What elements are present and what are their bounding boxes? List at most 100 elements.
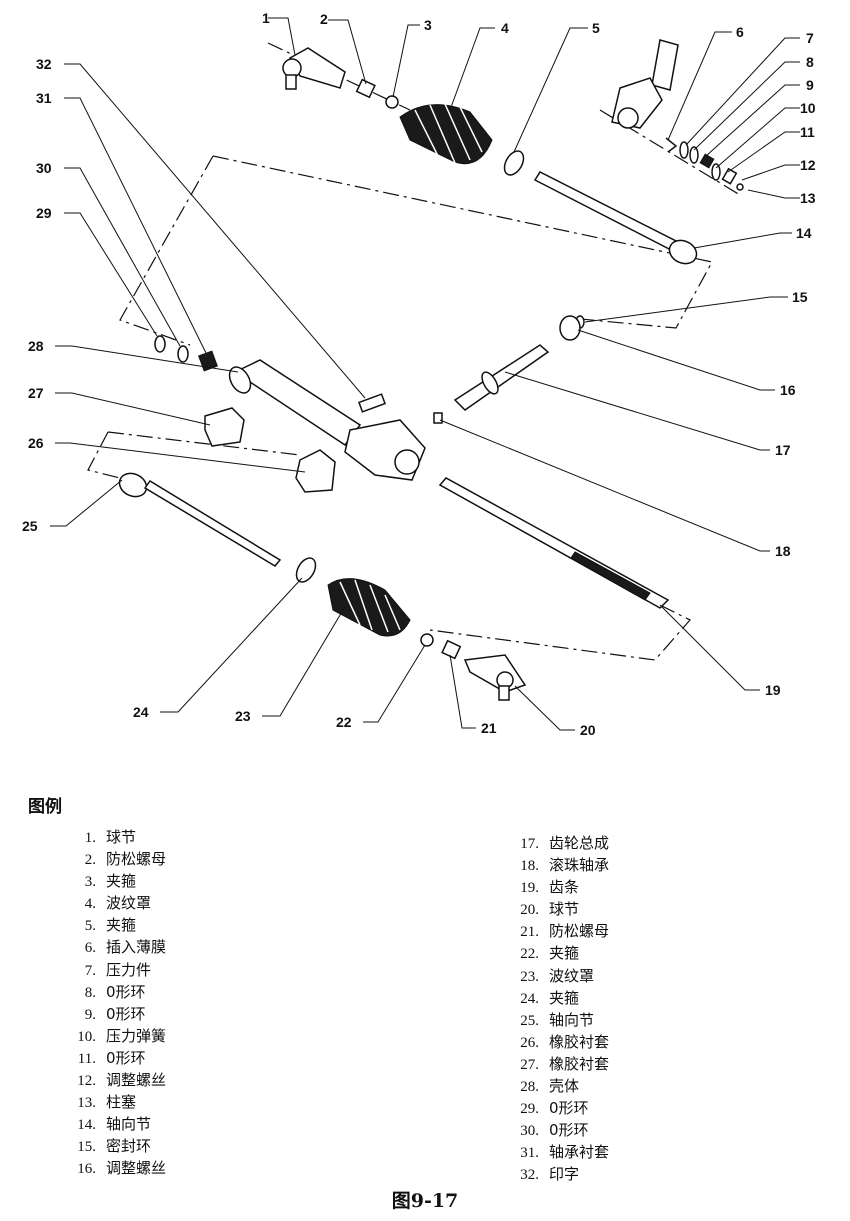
callout-19: 19 <box>765 682 781 698</box>
legend-item-number: 25. <box>520 1012 539 1029</box>
lettering-part-32 <box>358 393 386 413</box>
legend-item-number: 7. <box>84 962 96 979</box>
bellows-part-4 <box>399 103 493 165</box>
callout-23: 23 <box>235 708 251 724</box>
legend-item-label: 齿轮总成 <box>549 834 610 852</box>
legend-item-number: 15. <box>77 1139 96 1156</box>
clamp-part-3 <box>385 95 399 109</box>
legend-item: 12. 调整螺丝 <box>62 1069 166 1091</box>
callout-11: 11 <box>800 124 815 140</box>
exploded-view-diagram: 1 2 3 4 5 6 7 8 9 10 11 12 13 14 15 16 1… <box>22 10 816 738</box>
legend-item-number: 10. <box>77 1028 96 1045</box>
callout-17: 17 <box>775 442 791 458</box>
legend-item: 31.轴承衬套 <box>505 1141 609 1163</box>
legend-item-number: 8. <box>84 984 96 1001</box>
callout-26: 26 <box>28 435 44 451</box>
legend-item-number: 21. <box>520 924 539 941</box>
legend-item: 3. 夹箍 <box>62 870 166 892</box>
callout-27: 27 <box>28 385 44 401</box>
clamp-part-22 <box>420 633 434 647</box>
callout-13: 13 <box>800 190 816 206</box>
callout-15: 15 <box>792 289 808 305</box>
axial-joint-part-25 <box>118 472 282 567</box>
callout-1: 1 <box>262 10 270 26</box>
legend-item-label: 插入薄膜 <box>106 938 167 957</box>
legend-item-label: 夹箍 <box>106 916 137 935</box>
callout-20: 20 <box>580 722 596 738</box>
figure-caption: 图9-17 <box>391 1190 459 1212</box>
bearing-bushing-part-31 <box>198 350 218 372</box>
legend-item-label: 夹箍 <box>549 944 580 963</box>
legend-item-label: 压力件 <box>106 960 152 979</box>
legend-item-label: 0形环 <box>549 1099 589 1118</box>
legend-item-number: 11. <box>77 1050 96 1067</box>
leader-lines <box>50 17 800 731</box>
legend-item-number: 23. <box>520 968 539 985</box>
callout-6: 6 <box>736 24 744 40</box>
legend-item-number: 32. <box>520 1167 539 1184</box>
legend-item-number: 20. <box>520 902 539 919</box>
legend-item: 17.齿轮总成 <box>505 832 609 854</box>
bellows-part-23 <box>327 578 411 637</box>
legend-item: 29. 0形环 <box>505 1097 609 1119</box>
legend-item: 32. 印字 <box>505 1163 609 1185</box>
legend-item: 28.壳体 <box>505 1075 609 1097</box>
callout-14: 14 <box>796 225 812 241</box>
callout-5: 5 <box>592 20 600 36</box>
callout-7: 7 <box>806 30 814 46</box>
legend-item: 23. 波纹罩 <box>505 965 609 987</box>
legend-item-number: 6. <box>84 940 96 957</box>
legend-item-number: 18. <box>520 858 539 875</box>
callout-29: 29 <box>36 205 52 221</box>
legend-item: 15.密封环 <box>62 1135 166 1157</box>
legend-item-number: 12. <box>77 1073 96 1090</box>
legend-item: 2. 防松螺母 <box>62 848 166 870</box>
legend-item-label: 橡胶衬套 <box>549 1054 610 1073</box>
legend-item-number: 19. <box>520 880 539 897</box>
legend-item-label: 波纹罩 <box>549 966 595 985</box>
legend-item-number: 5. <box>84 918 96 935</box>
legend-item-label: 0形环 <box>106 1048 146 1067</box>
callout-21: 21 <box>481 720 497 736</box>
legend-item: 27. 橡胶衬套 <box>505 1053 609 1075</box>
ball-joint-part-20 <box>463 654 527 701</box>
legend-item-label: 橡胶衬套 <box>549 1032 610 1051</box>
legend-item-number: 2. <box>84 852 96 869</box>
clamp-part-5 <box>503 150 525 176</box>
legend-item: 20.球节 <box>505 898 609 920</box>
legend-item-label: 印字 <box>549 1165 580 1184</box>
legend-item: 4.波纹罩 <box>62 892 166 914</box>
legend-item: 8. 0形环 <box>62 981 166 1003</box>
legend-item: 21.防松螺母 <box>505 920 609 942</box>
legend-item-label: 调整螺丝 <box>106 1159 167 1178</box>
callout-22: 22 <box>336 714 352 730</box>
callout-16: 16 <box>780 382 796 398</box>
legend-item-number: 27. <box>520 1056 539 1073</box>
legend-item: 1.球节 <box>62 826 166 848</box>
callout-28: 28 <box>28 338 44 354</box>
legend-item-number: 9. <box>84 1006 96 1023</box>
callout-31: 31 <box>36 90 52 106</box>
legend-item: 14.轴向节 <box>62 1113 166 1135</box>
legend-item-label: 夹箍 <box>106 872 137 891</box>
legend-item-number: 3. <box>84 874 96 891</box>
legend-item: 26.橡胶衬套 <box>505 1031 609 1053</box>
lock-nut-part-2 <box>355 78 376 99</box>
legend-item-label: 0形环 <box>549 1121 589 1140</box>
callout-2: 2 <box>320 11 328 27</box>
upper-dashed-boundary <box>119 155 713 346</box>
callout-10: 10 <box>800 100 816 116</box>
axial-joint-part-14 <box>533 171 698 265</box>
legend-item-label: 防松螺母 <box>106 850 167 869</box>
lock-nut-part-21 <box>441 639 462 660</box>
legend-item-number: 22. <box>520 946 539 963</box>
rack-part-19 <box>438 477 670 609</box>
legend-item: 10.压力弹簧 <box>62 1025 166 1047</box>
legend-item: 13.柱塞 <box>62 1091 166 1113</box>
legend-item-number: 29. <box>520 1101 539 1118</box>
legend-item-label: 调整螺丝 <box>106 1071 167 1090</box>
legend-item-label: 0形环 <box>106 982 146 1001</box>
legend-item-label: 夹箍 <box>549 988 580 1007</box>
lower-dashed-boundary <box>87 431 691 661</box>
